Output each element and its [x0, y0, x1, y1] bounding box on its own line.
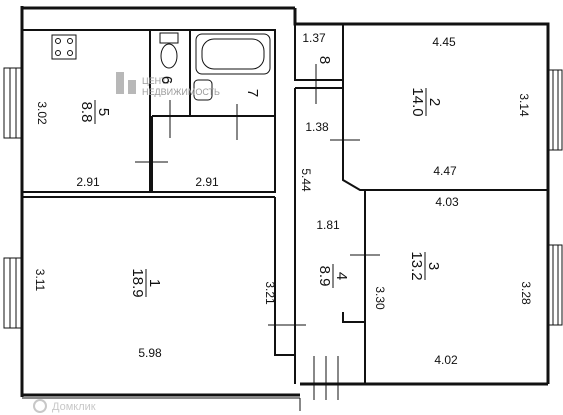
room2-area: 14.0: [409, 87, 426, 116]
window-room5: [3, 67, 23, 139]
room8-bottom-dim: 1.38: [305, 120, 329, 134]
room3-number: 3: [425, 262, 442, 270]
bathtub-icon: [195, 33, 271, 75]
toilet-icon: [159, 32, 179, 69]
room1-right-dim: 3.21: [263, 281, 277, 305]
stove-icon: [51, 34, 77, 60]
room8-number: 8: [316, 56, 333, 64]
corridor-height-dim: 5.44: [299, 168, 313, 192]
watermark-line1: ЦЕНТР: [142, 76, 173, 86]
door-marks: [135, 64, 380, 326]
watermark-logo: ЦЕНТР НЕДВИЖИМОСТЬ: [116, 72, 220, 97]
windows: [3, 67, 563, 411]
room6-number: 6: [158, 76, 175, 84]
room5-label: 5 8.8: [78, 100, 112, 124]
room-labels: 5 8.8 6 7 8 2 14.0 4 8.9 3: [78, 56, 443, 298]
room6-label: 6: [158, 76, 175, 84]
bottom-watermark: Домклик: [33, 399, 96, 413]
bottom-watermark-text: Домклик: [52, 401, 96, 413]
watermark-line2: НЕДВИЖИМОСТЬ: [142, 87, 220, 97]
north-east-wall: [293, 8, 550, 384]
room8-top-dim: 1.37: [302, 31, 326, 45]
room4-number: 4: [333, 272, 350, 280]
room2-bottom-dim: 4.47: [433, 164, 457, 178]
room7-number: 7: [244, 89, 261, 97]
room2-label: 2 14.0: [409, 87, 443, 116]
room3-top-dim: 4.03: [435, 195, 459, 209]
dimension-labels: 3.02 2.91 2.91 1.37 1.38 4.45 3.14 4.47 …: [33, 31, 533, 367]
room5-area: 8.8: [78, 102, 95, 123]
room3-left-dim: 3.30: [373, 286, 387, 310]
room3-bottom-dim: 4.02: [434, 353, 458, 367]
room2-number: 2: [426, 98, 443, 106]
room8-label: 8: [316, 56, 333, 64]
room1-label: 1 18.9: [129, 268, 163, 297]
room3-right-dim: 3.28: [519, 281, 533, 305]
interior-walls: [22, 24, 548, 400]
room5-left-dim: 3.02: [35, 101, 49, 125]
room1-left-dim: 3.11: [33, 269, 47, 292]
window-room1: [3, 257, 23, 329]
room7-bottom-dim: 2.91: [195, 175, 219, 189]
room5-bottom-dim: 2.91: [76, 175, 100, 189]
room3-label: 3 13.2: [408, 251, 442, 280]
window-room3: [547, 244, 563, 326]
room3-area: 13.2: [408, 251, 425, 280]
room1-area: 18.9: [129, 268, 146, 297]
room2-right-dim: 3.14: [517, 93, 531, 117]
corridor-width-dim: 1.81: [316, 218, 340, 232]
room5-number: 5: [95, 108, 112, 116]
window-room2: [547, 69, 563, 151]
room4-label: 4 8.9: [316, 264, 350, 288]
room1-number: 1: [146, 279, 163, 287]
room2-top-dim: 4.45: [432, 35, 456, 49]
sink-icon: [193, 79, 213, 101]
room1-bottom-dim: 5.98: [138, 346, 162, 360]
room7-label: 7: [244, 89, 261, 97]
room4-area: 8.9: [316, 266, 333, 287]
outer-walls: [20, 6, 550, 397]
